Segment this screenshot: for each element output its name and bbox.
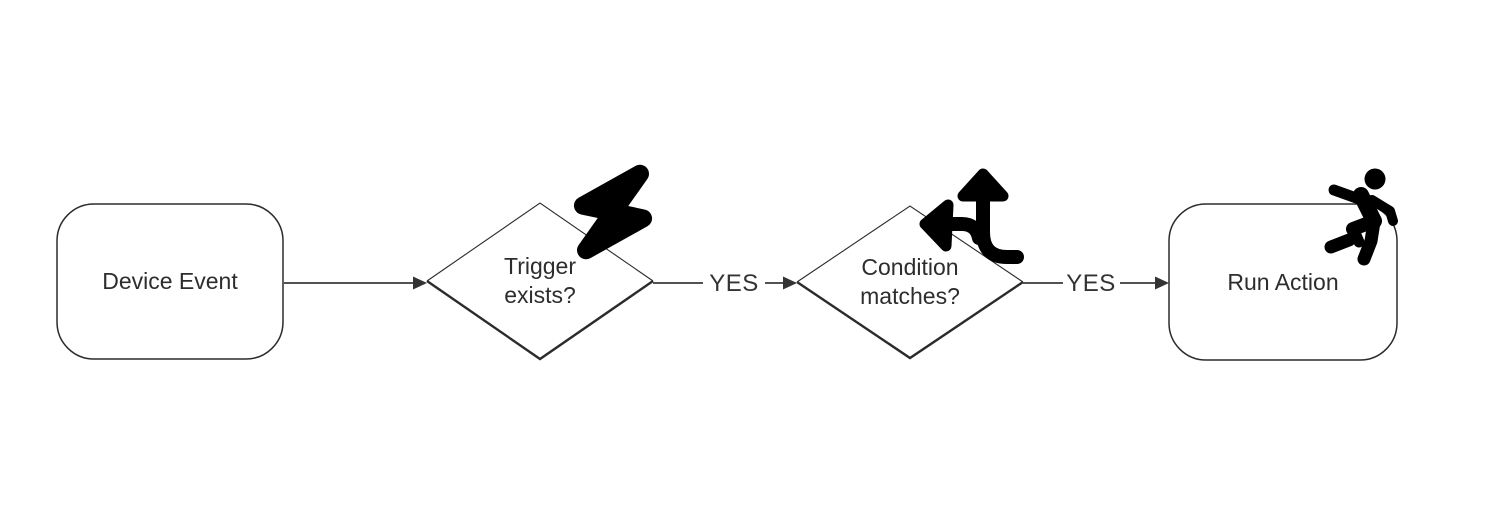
device-event-node-shape xyxy=(56,203,284,360)
arrowhead-icon xyxy=(413,276,427,290)
person-running-icon xyxy=(1324,168,1398,266)
arrowhead-icon xyxy=(783,276,797,290)
arrowhead-icon xyxy=(1155,276,1169,290)
bolt-icon xyxy=(573,164,653,260)
edge-device-event-to-trigger xyxy=(284,276,427,290)
edge-trigger-to-condition xyxy=(653,276,797,290)
condition-matches-node-shape xyxy=(796,205,1024,360)
arrows-split-up-left-icon xyxy=(919,168,1024,264)
edge-condition-to-run-action xyxy=(1023,276,1169,290)
